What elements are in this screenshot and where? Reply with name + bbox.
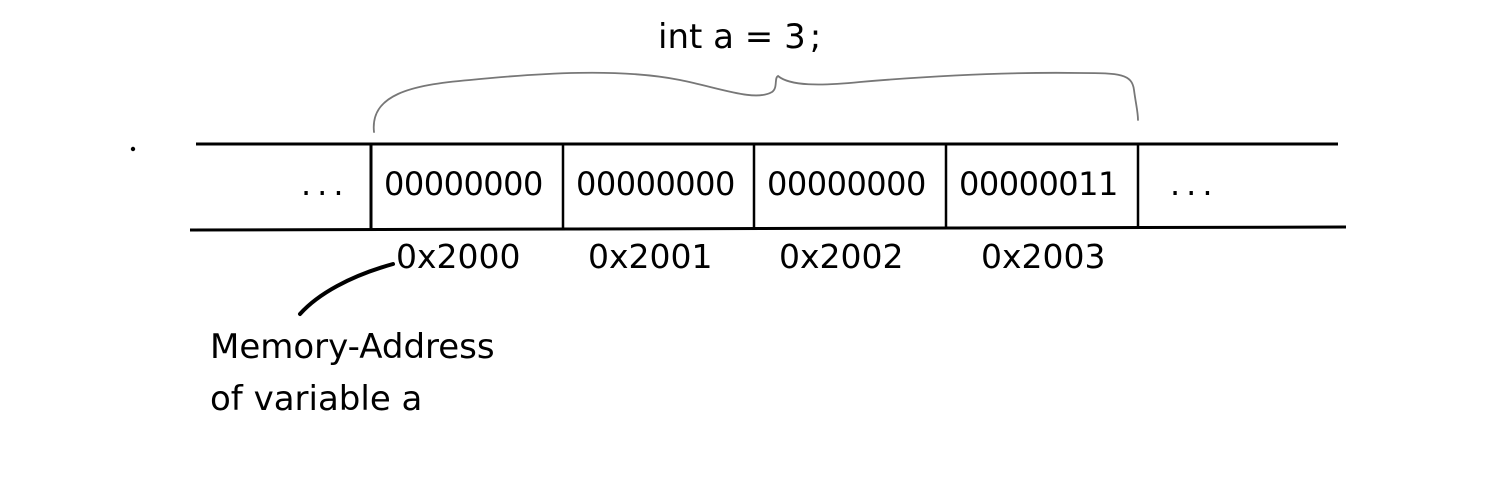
memory-cell-value: 00000000 — [767, 165, 926, 203]
address-pointer — [298, 262, 395, 316]
memory-address-label: 0x2001 — [588, 237, 713, 276]
memory-address-label: 0x2002 — [779, 237, 904, 276]
brace — [373, 71, 1139, 133]
memory-cell-value: 00000000 — [384, 165, 543, 203]
code-prefix: int a = — [658, 17, 785, 57]
caption-line-2: of variable a — [210, 379, 423, 419]
memory-address-label: 0x2000 — [396, 237, 521, 276]
code-value: 3 — [784, 17, 806, 57]
memory-cell-value: 00000011 — [959, 165, 1118, 203]
left-ellipsis: ... — [301, 165, 350, 203]
memory-address-label: 0x2003 — [981, 237, 1106, 276]
caption-line-1: Memory-Address — [210, 327, 495, 367]
code-suffix: ; — [809, 17, 822, 57]
memory-strip-bottom-line — [189, 225, 1347, 232]
memory-cell-value: 00000000 — [576, 165, 735, 203]
code-label: int a = 3; — [658, 20, 821, 54]
right-ellipsis: ... — [1170, 165, 1219, 203]
stray-dot — [130, 146, 136, 152]
